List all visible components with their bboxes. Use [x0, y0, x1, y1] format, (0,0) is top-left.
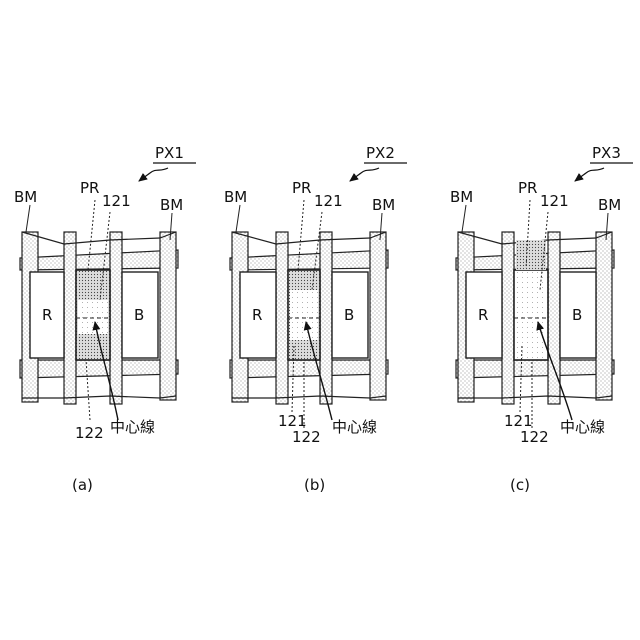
bm-left-leader — [26, 205, 30, 232]
center-line-label: 中心線 — [110, 418, 155, 436]
bm-left-leader — [462, 205, 466, 232]
px-label: PX1 — [155, 144, 184, 162]
bm-vertical-bar — [276, 232, 288, 404]
spacer-dotted-area — [290, 290, 318, 340]
px-label-group: PX1 — [139, 144, 196, 181]
bm-vertical-bar — [596, 232, 612, 400]
px-pointer-arrow — [139, 168, 168, 181]
pr-label: PR — [80, 179, 99, 197]
bm-left-label: BM — [14, 188, 37, 206]
n122-label: 122 — [520, 428, 549, 446]
panel-b: PX2 BM BM PR 121 121 — [224, 144, 407, 494]
bm-vertical-bar — [320, 232, 332, 404]
r-label: R — [478, 306, 488, 324]
panel-a: PX1 — [14, 144, 196, 494]
px-label: PX3 — [592, 144, 621, 162]
r-label: R — [42, 306, 52, 324]
bm-left-leader — [236, 205, 240, 232]
pr-label: PR — [518, 179, 537, 197]
bm-vertical-bar — [110, 232, 122, 404]
bm-right-label: BM — [160, 196, 183, 214]
n122-label: 122 — [75, 424, 104, 442]
bm-vertical-bar — [160, 232, 176, 400]
b-label: B — [344, 306, 354, 324]
bm-vertical-bar — [64, 232, 76, 404]
bm-left-label: BM — [224, 188, 247, 206]
panel-c: PX3 BM BM PR 121 121 — [450, 144, 633, 494]
b-label: B — [134, 306, 144, 324]
subcaption: (b) — [304, 476, 325, 494]
bm-right-label: BM — [598, 196, 621, 214]
b-label: B — [572, 306, 582, 324]
subcaption: (c) — [510, 476, 530, 494]
n121-top-label: 121 — [314, 192, 343, 210]
bm-left-label: BM — [450, 188, 473, 206]
spacer-dotted-area — [78, 300, 108, 334]
center-line-label: 中心線 — [560, 418, 605, 436]
n121-top-label: 121 — [102, 192, 131, 210]
bm-vertical-bar — [502, 232, 514, 404]
bm-vertical-bar — [370, 232, 386, 400]
r-label: R — [252, 306, 262, 324]
px-pointer-arrow — [575, 168, 604, 181]
px-label-group: PX3 — [575, 144, 633, 181]
pr-label: PR — [292, 179, 311, 197]
n122-label: 122 — [292, 428, 321, 446]
bm-right-label: BM — [372, 196, 395, 214]
px-label-group: PX2 — [350, 144, 407, 181]
px-pointer-arrow — [350, 168, 379, 181]
center-line-label: 中心線 — [332, 418, 377, 436]
subcaption: (a) — [72, 476, 93, 494]
pixel-opening-pr — [514, 270, 548, 360]
px-label: PX2 — [366, 144, 395, 162]
spacer-dense-area — [516, 240, 546, 270]
n121-top-label: 121 — [540, 192, 569, 210]
